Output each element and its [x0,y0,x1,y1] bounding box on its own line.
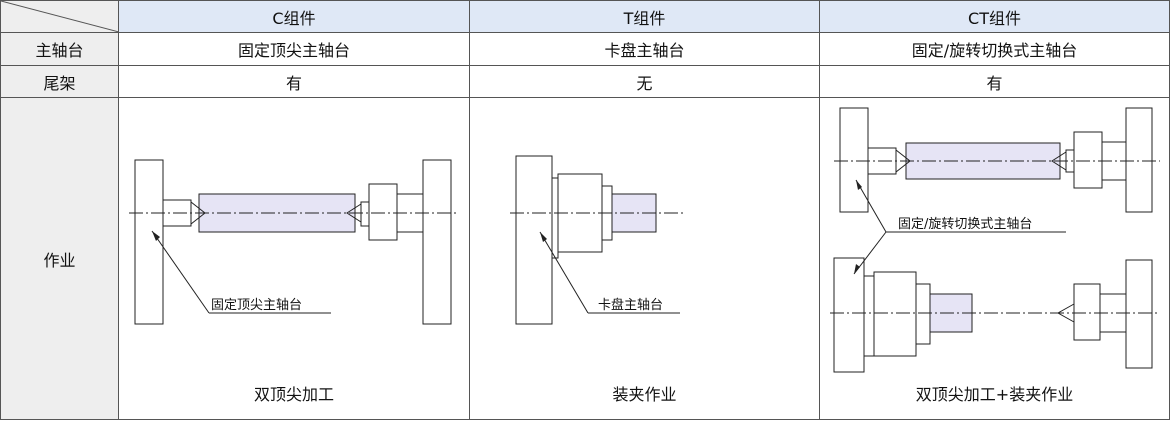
row-label-spindle: 主轴台 [0,32,119,66]
leader-arrow [152,231,160,241]
column-header-c: C组件 [118,0,470,33]
column-header-t: T组件 [469,0,820,33]
operation-c: 固定顶尖主轴台 双顶尖加工 [118,97,470,420]
leader-line [151,230,210,314]
tailstock-t: 无 [469,65,820,98]
ct-bottom-tailstock-plate [1125,259,1153,369]
tailstock-ct: 有 [819,65,1170,98]
operation-ct: 固定/旋转切换式主轴台 双顶尖加工+装夹作业 [819,97,1170,420]
spindle-ct: 固定/旋转切换式主轴台 [819,32,1170,66]
c-spindle-label: 固定顶尖主轴台 [211,298,302,313]
leader-arrow [540,232,547,242]
headstock-plate [134,159,164,325]
spindle-t: 卡盘主轴台 [469,32,820,66]
ct-component-diagram: 固定/旋转切换式主轴台 [830,107,1160,373]
ct-top-tailstock-plate [1125,107,1153,213]
ct-bottom-tailstock-body [1073,283,1101,341]
tailstock-c: 有 [118,65,470,98]
ct-bottom-headstock-plate [833,257,865,373]
chuck-flange [551,177,559,259]
table-corner [0,0,119,33]
ct-operation-caption: 双顶尖加工+装夹作业 [915,385,1074,404]
ct-leader-bottom-arrow [854,264,860,274]
ct-top-tailstock-point [1051,151,1067,171]
c-component-diagram: 固定顶尖主轴台 [129,159,459,325]
ct-top-tailstock-body [1073,131,1103,189]
ct-bottom-chuck-body [873,271,917,357]
tailstock-quill-tip [360,201,370,227]
ct-top-headstock-plate [839,107,869,213]
ct-spindle-label: 固定/旋转切换式主轴台 [898,217,1032,232]
c-operation-caption: 双顶尖加工 [253,385,334,404]
ct-bottom-chuck-flange [863,275,875,357]
column-header-ct: CT组件 [819,0,1170,33]
ct-leader-top [855,179,887,233]
leader-line [539,231,589,314]
spindle-c: 固定顶尖主轴台 [118,32,470,66]
tailstock-center-point [346,203,362,223]
row-label-operation: 作业 [0,97,119,420]
t-spindle-label: 卡盘主轴台 [598,297,663,313]
ct-bottom-chuck-jaws [915,283,931,345]
ct-leader-top-arrow [856,180,862,190]
headstock-plate [515,155,553,325]
tailstock-body [368,183,398,241]
corner-diagonal [1,1,119,32]
operation-t: 卡盘主轴台 装夹作业 [469,97,820,420]
t-operation-caption: 装夹作业 [612,385,677,404]
tailstock-plate [422,159,452,325]
row-label-tailstock: 尾架 [0,65,119,98]
t-component-diagram: 卡盘主轴台 [510,155,685,325]
